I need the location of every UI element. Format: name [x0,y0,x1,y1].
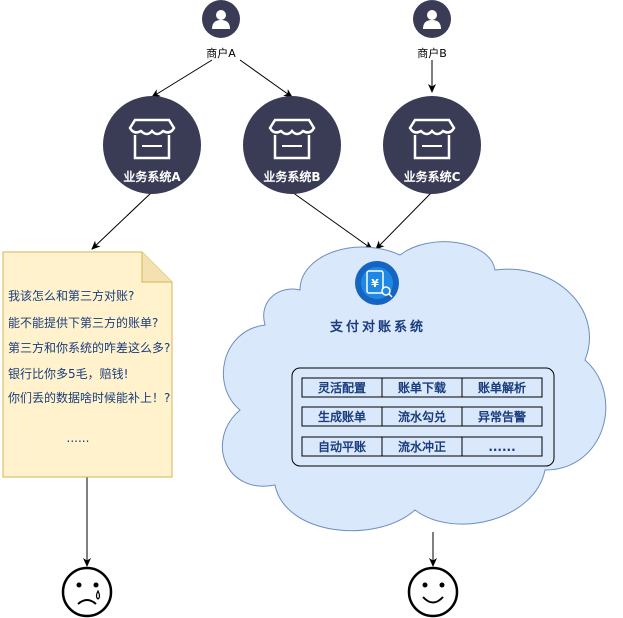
user-icon [423,10,441,29]
note-fold [141,252,172,283]
merchant-a: 商户A [202,0,240,60]
feature-flow-reversal: 流水冲正 [398,439,446,454]
arrow-merchant-a-to-system-a [151,59,213,98]
note-shape [2,251,173,478]
feature-auto-balance: 自动平账 [318,439,366,454]
feature-bill-parse: 账单解析 [478,380,526,395]
payment-cloud: ¥ 支付对账系统 灵活配置 账单下载 账单解析 生成账单 流水勾兑 异常告警 自… [222,241,607,532]
sad-face-icon [61,566,113,618]
connectors [83,59,437,567]
arrow-system-b-to-payment [291,191,373,250]
merchant-a-label: 商户A [206,46,236,60]
arrow-system-a-to-note [91,191,153,250]
store-icon [268,118,316,160]
merchant-b: 商户B [413,0,451,60]
feature-flow-reconcile: 流水勾兑 [398,409,446,424]
feature-cell [461,406,543,427]
feature-more: ...... [488,440,515,454]
business-system-a: 业务系统A [103,96,201,194]
note-line-2: 能不能提供下第三方的账单? [8,315,158,330]
feature-bill-download: 账单下载 [398,380,446,395]
note-line-4: 银行比你多5毛，赔钱! [8,366,128,381]
note-line-6: ...... [67,431,90,445]
feature-cell [461,436,543,457]
arrow-system-c-to-payment [375,191,433,250]
store-icon [128,118,176,160]
store-icon [408,118,456,160]
merchant-b-label: 商户B [417,46,447,60]
note-line-1: 我该怎么和第三方对账? [8,288,134,303]
yuan-icon: ¥ [371,277,379,290]
feature-flexible-config: 灵活配置 [318,380,366,395]
business-system-c: 业务系统C [383,96,481,194]
feature-grid: 灵活配置 账单下载 账单解析 生成账单 流水勾兑 异常告警 自动平账 流水冲正 … [301,377,543,457]
payment-app-icon: ¥ [355,261,399,305]
business-system-b-label: 业务系统B [263,169,320,184]
feature-generate-bill: 生成账单 [318,409,366,424]
payment-system-title: 支付对账系统 [329,319,426,335]
feature-cell [461,377,543,398]
business-system-c-label: 业务系统C [404,169,461,184]
complaint-note: 我该怎么和第三方对账? 能不能提供下第三方的账单? 第三方和你系统的咋差这么多?… [2,251,173,478]
user-icon [212,10,230,29]
business-system-a-label: 业务系统A [123,169,181,184]
arrow-merchant-a-to-system-b [239,59,293,98]
note-line-5: 你们丢的数据啥时候能补上！? [8,390,170,405]
happy-face-icon [407,566,459,618]
feature-anomaly-alert: 异常告警 [478,409,526,424]
business-system-b: 业务系统B [243,96,341,194]
note-line-3: 第三方和你系统的咋差这么多? [8,340,170,355]
